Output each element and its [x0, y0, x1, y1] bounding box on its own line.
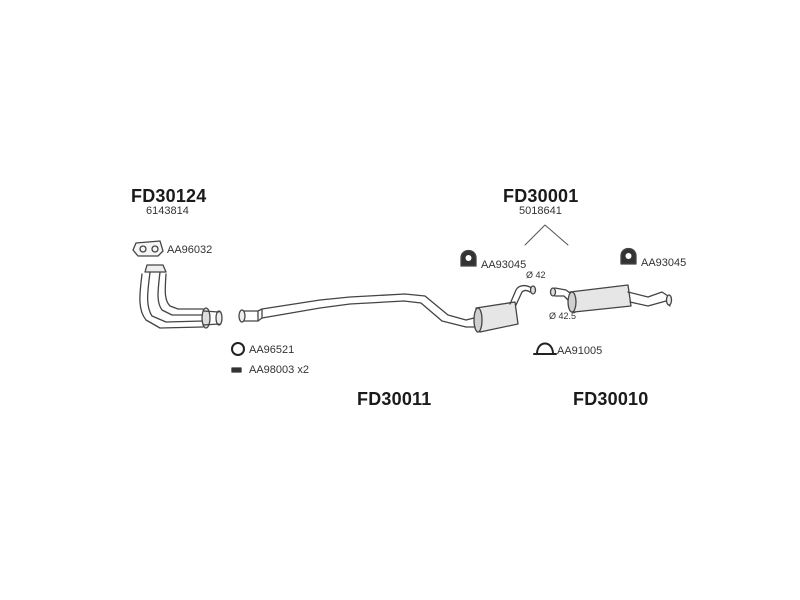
- clamp-part-number: AA91005: [557, 345, 603, 357]
- hanger-left-part-number: AA93045: [481, 259, 527, 271]
- middle-assembly-code: FD30011: [357, 389, 432, 409]
- gasket-icon: [132, 240, 164, 257]
- ring-part-number: AA96521: [249, 344, 295, 356]
- hanger-right-icon: [620, 247, 637, 265]
- hanger-left-icon: [460, 249, 477, 267]
- diameter-label-a: Ø 42: [526, 270, 546, 280]
- bolt-icon: [231, 367, 242, 373]
- middle-silencer: [465, 284, 537, 333]
- clamp-icon: [533, 342, 557, 355]
- gasket-part-number: AA96032: [167, 244, 213, 256]
- hanger-right-part-number: AA93045: [641, 257, 687, 269]
- diameter-label-b: Ø 42.5: [549, 311, 577, 321]
- bolt-part-number: AA98003 x2: [249, 364, 309, 376]
- rear-group-code: FD30001: [503, 186, 579, 206]
- front-assembly-code: FD30124: [131, 186, 207, 206]
- ring-icon: [231, 342, 245, 356]
- rear-silencer: [549, 284, 673, 313]
- front-downpipe: [139, 264, 223, 329]
- rear-group-ref: 5018641: [519, 205, 562, 217]
- front-assembly-ref: 6143814: [146, 205, 189, 217]
- middle-pipe: [238, 293, 467, 328]
- group-bracket: [524, 224, 569, 246]
- rear-assembly-code: FD30010: [573, 389, 649, 409]
